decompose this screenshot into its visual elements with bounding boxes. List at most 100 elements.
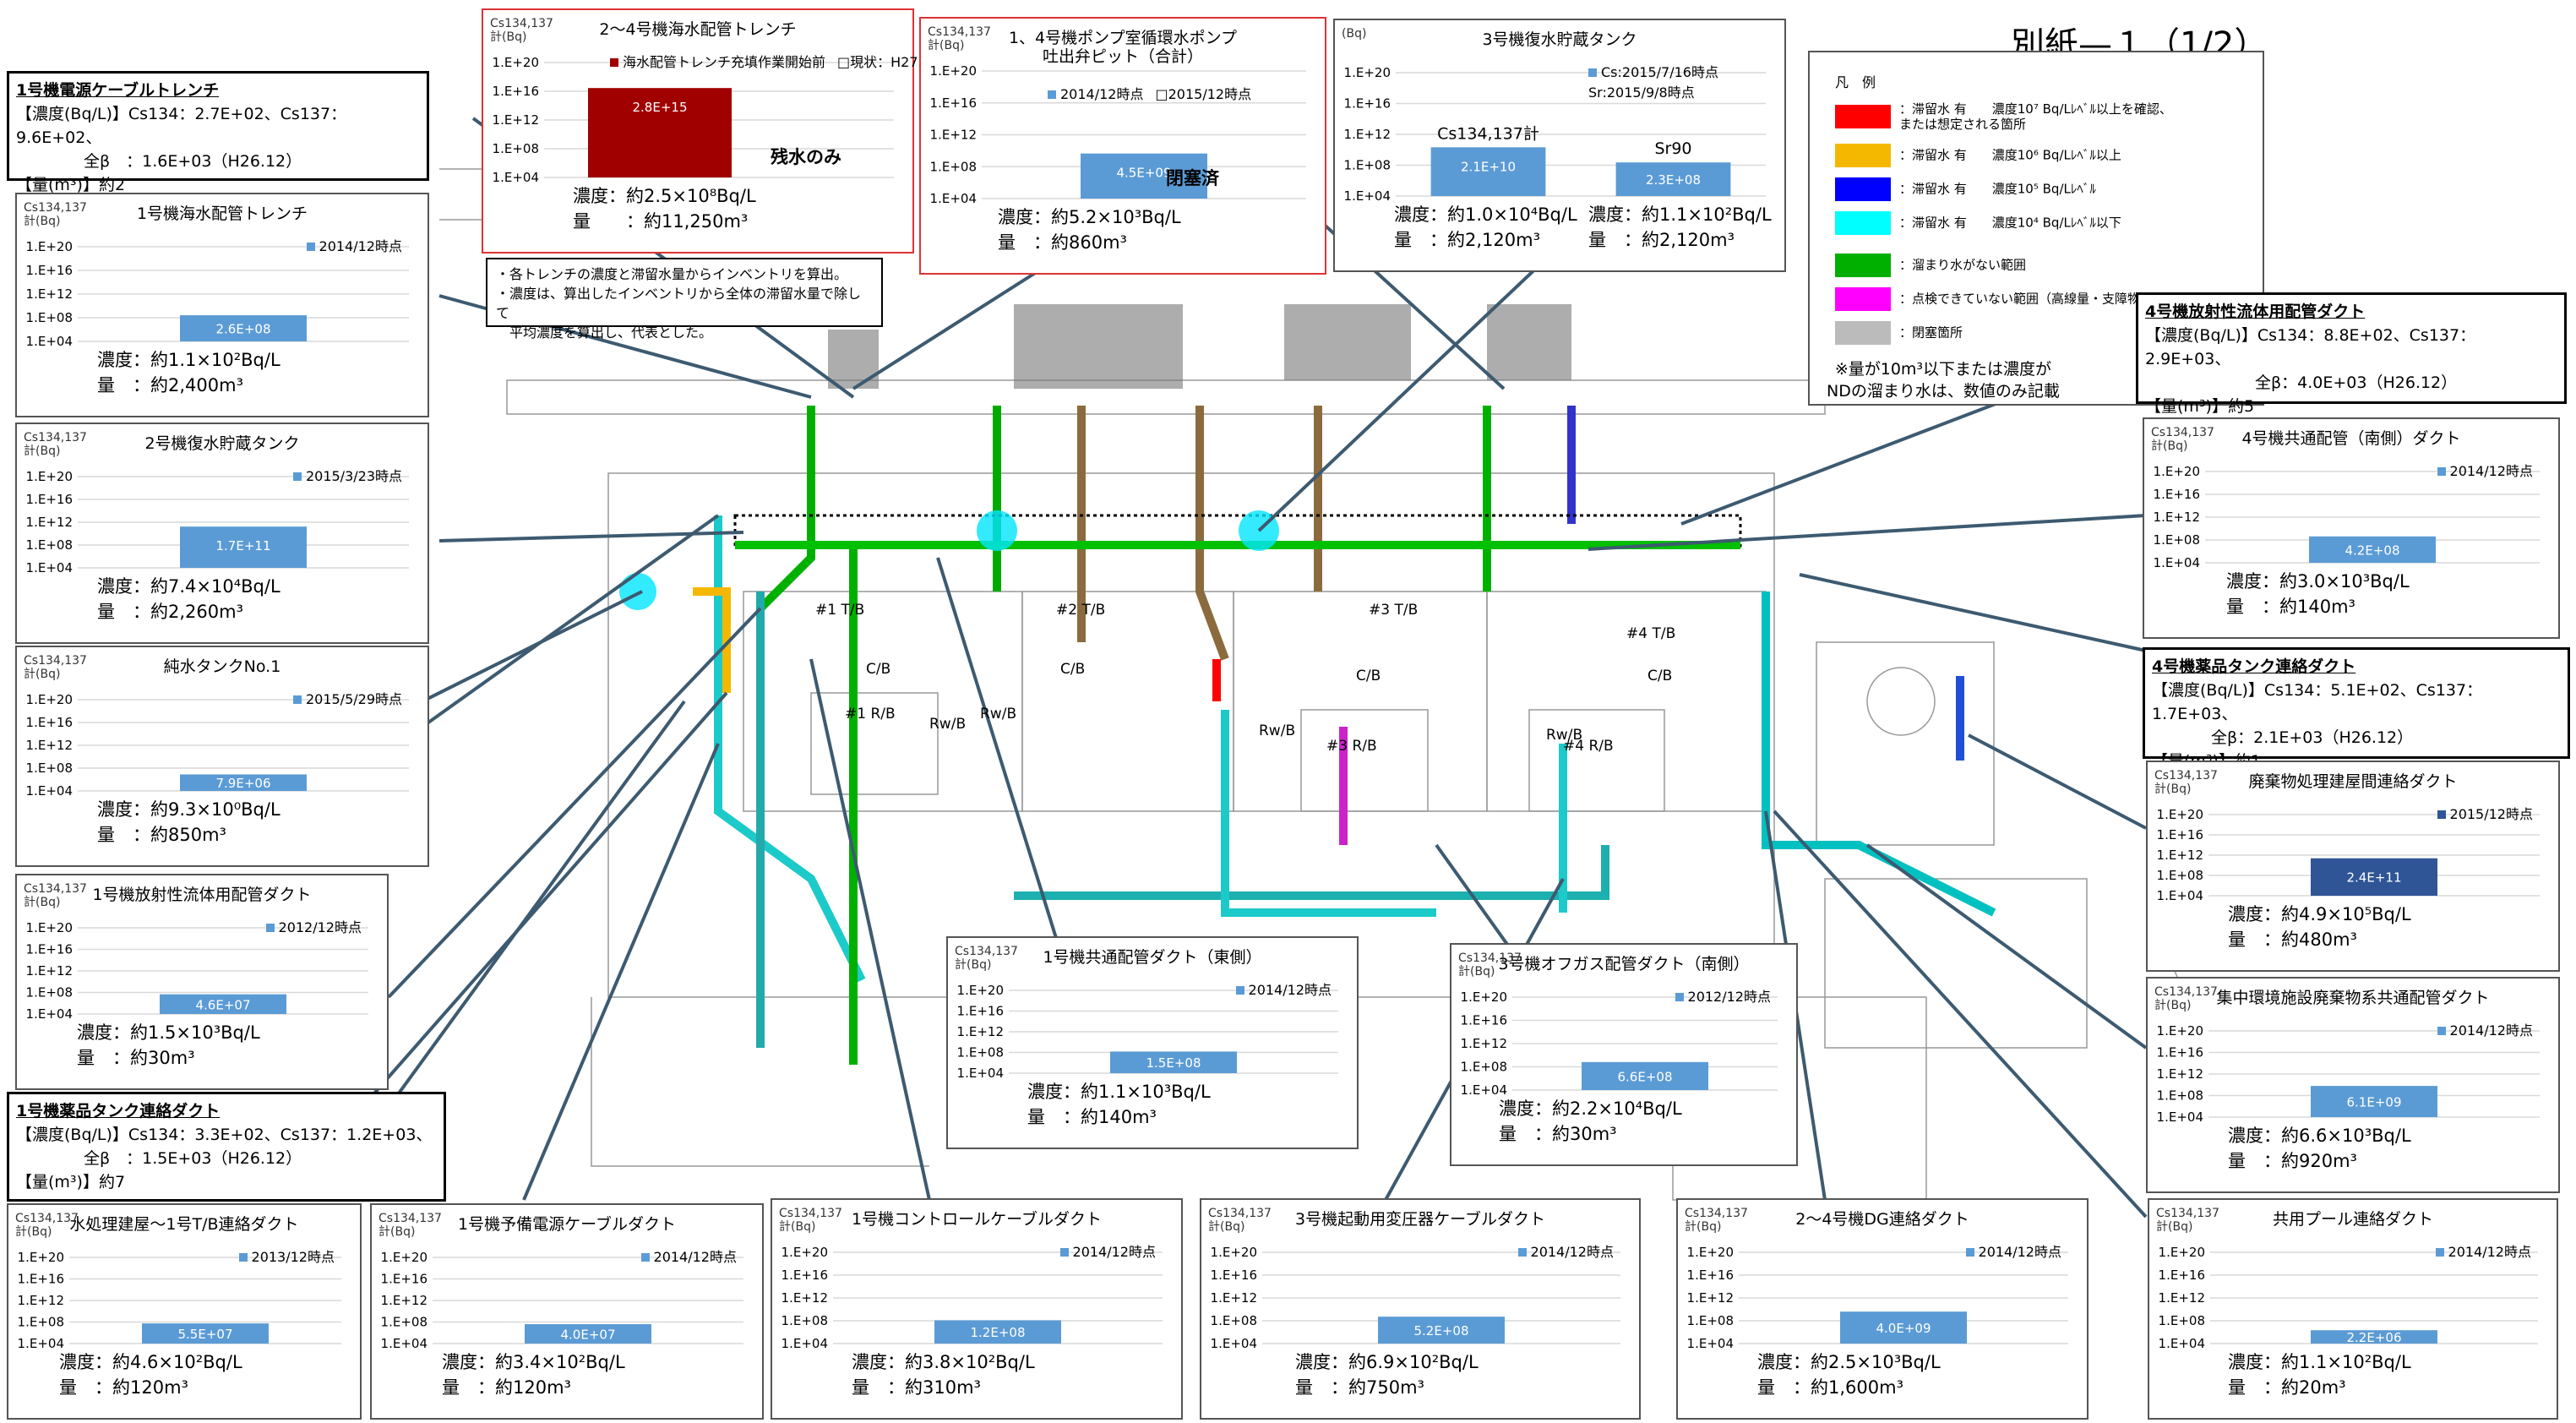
y-tick-label: 1.E+20	[957, 983, 1004, 998]
chart-plot: 1.E+201.E+161.E+121.E+081.E+045.5E+07	[18, 1250, 341, 1351]
bar	[180, 315, 307, 341]
y-tick-label: 1.E+12	[18, 1293, 64, 1308]
legend-entry: 2015/3/23時点	[292, 465, 402, 485]
y-tick-label: 1.E+08	[1211, 1313, 1257, 1328]
map-label: Rw/B	[929, 716, 967, 733]
y-tick-label: 1.E+04	[26, 560, 73, 575]
legend-entry-secondary: Sr:2015/9/8時点	[1588, 85, 1695, 101]
y-tick-label: 1.E+12	[782, 1290, 828, 1306]
concentration-text: 濃度：約1.5×10³Bq/L	[77, 1022, 260, 1043]
legend-item: ：閉塞箇所	[1835, 321, 1963, 345]
y-tick-label: 1.E+08	[1344, 158, 1391, 173]
legend-swatch	[1235, 986, 1244, 995]
bar	[142, 1323, 269, 1344]
y-tick-label: 1.E+16	[26, 715, 73, 730]
info-box-unit1-power-cable-trench: 1号機電源ケーブルトレンチ 【濃度(Bq/L)】Cs134：2.7E+02、Cs…	[7, 71, 429, 194]
y-axis-label: Cs134,137計(Bq)	[928, 25, 991, 52]
map-label: Rw/B	[1546, 727, 1583, 744]
concentration-text: 濃度：約5.2×10³Bq/L	[998, 207, 1181, 227]
legend-swatch	[1835, 105, 1891, 128]
y-tick-label: 1.E+20	[26, 920, 73, 935]
y-axis-label: Cs134,137計(Bq)	[1685, 1207, 1748, 1234]
info-box-unit4-radioactive-duct: 4号機放射性流体用配管ダクト 【濃度(Bq/L)】Cs134：8.8E+02、C…	[2136, 292, 2567, 416]
y-tick-label: 1.E+12	[381, 1293, 428, 1308]
volume-text: 量 ：約2,260m³	[97, 602, 243, 622]
y-tick-label: 1.E+20	[26, 239, 73, 254]
y-tick-label: 1.E+20	[26, 469, 73, 484]
legend-swatch	[2435, 1248, 2444, 1257]
chart-title: 3号機オフガス配管ダクト（南側）	[1498, 955, 1750, 973]
legend-swatch	[238, 1253, 248, 1262]
map-label: #1 R/B	[845, 706, 896, 722]
bar-value-label: 4.6E+07	[196, 997, 251, 1012]
map-label: #2 T/B	[1056, 602, 1106, 619]
info-box-unit1-chemical-tank-duct: 1号機薬品タンク連絡ダクト 【濃度(Bq/L)】Cs134：3.3E+02、Cs…	[7, 1092, 446, 1202]
legend-item: ：滞留水 有 濃度10⁵ Bq/Lﾚﾍﾞﾙ	[1835, 177, 2096, 201]
bar	[1430, 147, 1546, 196]
volume-text: 量 ：約1,600m³	[1757, 1377, 1903, 1398]
legend-swatch	[1517, 1248, 1527, 1257]
concentration-text: 濃度：約1.1×10³Bq/L	[1027, 1082, 1211, 1102]
y-tick-label: 1.E+04	[18, 1336, 64, 1351]
y-tick-label: 1.E+08	[957, 1045, 1004, 1060]
legend-item: ：滞留水 有 濃度10⁴ Bq/Lﾚﾍﾞﾙ以下	[1835, 211, 2121, 235]
y-axis-label: Cs134,137計(Bq)	[24, 431, 87, 458]
map-label: C/B	[1356, 668, 1381, 684]
legend-entry: 2013/12時点	[238, 1246, 335, 1266]
y-axis-label: Cs134,137計(Bq)	[2151, 426, 2214, 453]
legend-swatch	[1835, 177, 1891, 201]
chart-title: 水処理建屋～1号T/B連絡ダクト	[69, 1215, 299, 1234]
y-tick-label: 1.E+08	[493, 141, 539, 156]
bar	[1840, 1311, 1967, 1344]
legend-entry-secondary: □2015/12時点	[1155, 86, 1252, 102]
bar-value-label: 4.0E+09	[1876, 1321, 1931, 1336]
y-tick-label: 1.E+04	[2157, 1110, 2203, 1125]
chart-title: 1号機コントロールケーブルダクト	[852, 1210, 1102, 1229]
concentration-text-sr: 濃度：約1.1×10²Bq/L	[1588, 204, 1772, 225]
y-tick-label: 1.E+20	[381, 1250, 428, 1265]
y-tick-label: 1.E+08	[381, 1315, 428, 1330]
bar-value-label: 4.2E+08	[2345, 542, 2400, 558]
y-tick-label: 1.E+08	[782, 1313, 828, 1328]
y-tick-label: 1.E+20	[2154, 464, 2200, 479]
chart-title: 2号機復水貯蔵タンク	[144, 434, 300, 453]
legend-swatch	[640, 1253, 650, 1262]
y-tick-label: 1.E+20	[26, 692, 73, 707]
y-tick-label: 1.E+12	[493, 112, 539, 128]
map-label: #4 T/B	[1626, 625, 1676, 642]
legend-swatch	[1835, 211, 1891, 235]
y-tick-label: 1.E+16	[381, 1272, 428, 1287]
y-tick-label: 1.E+16	[26, 942, 73, 957]
legend-entry: 2015/5/29時点	[292, 688, 402, 708]
y-axis-label: Cs134,137計(Bq)	[24, 654, 87, 681]
y-tick-label: 1.E+20	[1687, 1245, 1734, 1260]
y-axis-label: Cs134,137計(Bq)	[2154, 769, 2218, 796]
concentration-text: 濃度：約4.9×10⁵Bq/L	[2228, 904, 2411, 924]
chart-title: 1号機海水配管トレンチ	[136, 204, 308, 223]
legend-title: 凡 例	[1835, 74, 1876, 90]
bar-value-label: 2.1E+10	[1461, 159, 1516, 174]
chart-title: 2～4号機海水配管トレンチ	[599, 20, 797, 39]
bar	[2311, 1086, 2437, 1117]
y-axis-label: Cs134,137計(Bq)	[2154, 985, 2218, 1012]
y-tick-label: 1.E+04	[930, 191, 977, 206]
chart-title: 1号機放射性流体用配管ダクト	[92, 886, 312, 904]
chart-title: 1号機共通配管ダクト（東側）	[1043, 948, 1262, 967]
legend-swatch	[306, 243, 315, 251]
chart-plot: 1.E+201.E+161.E+121.E+081.E+042.1E+10Cs1…	[1344, 65, 1766, 204]
legend-swatch	[1835, 144, 1891, 167]
y-tick-label: 1.E+12	[2157, 1066, 2203, 1082]
bar-value-label: 2.4E+11	[2347, 870, 2402, 886]
y-axis-label: Cs134,137計(Bq)	[955, 945, 1018, 972]
legend-entry: 2014/12時点	[2437, 1019, 2533, 1039]
map-label: C/B	[866, 661, 891, 678]
legend-swatch	[610, 58, 618, 67]
legend-entry: 2014/12時点	[306, 235, 402, 255]
volume-text: 量 ：約30m³	[1499, 1124, 1617, 1144]
concentration-text: 濃度：約2.2×10⁴Bq/L	[1499, 1099, 1682, 1119]
y-tick-label: 1.E+20	[782, 1245, 828, 1260]
map-label: Rw/B	[1259, 722, 1296, 739]
